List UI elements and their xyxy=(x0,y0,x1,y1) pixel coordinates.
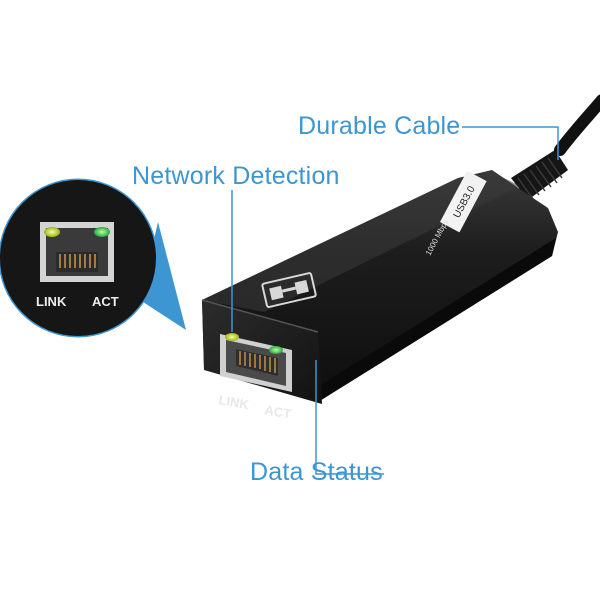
data-status-label: Data Status xyxy=(250,458,383,486)
rj45-port xyxy=(220,333,292,392)
adapter-body: USB3.0 1000 Mbps LINK ACT xyxy=(201,170,558,422)
cable-leader-line xyxy=(462,126,559,160)
link-led xyxy=(225,333,239,341)
zoom-link-led xyxy=(44,227,60,237)
zoom-act-led xyxy=(94,227,110,237)
zoom-link-label: LINK xyxy=(36,294,67,309)
port-act-label: ACT xyxy=(263,402,292,421)
zoom-inset: LINK ACT xyxy=(0,178,158,338)
ethernet-icon xyxy=(261,272,317,308)
port-link-label: LINK xyxy=(217,392,250,412)
zoom-act-label: ACT xyxy=(92,294,119,309)
network-detection-label: Network Detection xyxy=(132,162,340,190)
usb-cable xyxy=(511,94,600,200)
act-led xyxy=(269,346,283,354)
zoom-pointer xyxy=(140,222,186,330)
durable-cable-label: Durable Cable xyxy=(298,112,461,140)
callout-lines xyxy=(231,126,559,475)
data-leader-line xyxy=(315,360,384,475)
